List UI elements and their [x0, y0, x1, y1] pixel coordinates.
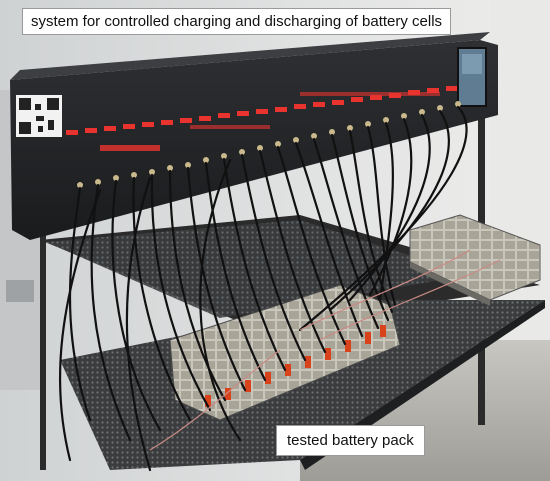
left-cabinet-handle — [6, 280, 34, 302]
system-label: system for controlled charging and disch… — [22, 8, 452, 35]
connector-row — [77, 101, 461, 188]
upper-mesh-shelf — [46, 220, 470, 318]
touch-screen-glare — [462, 54, 482, 74]
tester-unit-body — [10, 40, 498, 240]
test-cables — [58, 105, 468, 472]
channel-displays — [66, 86, 458, 151]
tested-battery-pack — [169, 284, 401, 421]
tester-unit-top — [10, 32, 490, 80]
sense-wires — [149, 249, 501, 451]
battery-pack-label: tested battery pack — [276, 425, 425, 456]
battery-module-right — [409, 214, 541, 306]
qr-code-sticker — [16, 95, 62, 137]
